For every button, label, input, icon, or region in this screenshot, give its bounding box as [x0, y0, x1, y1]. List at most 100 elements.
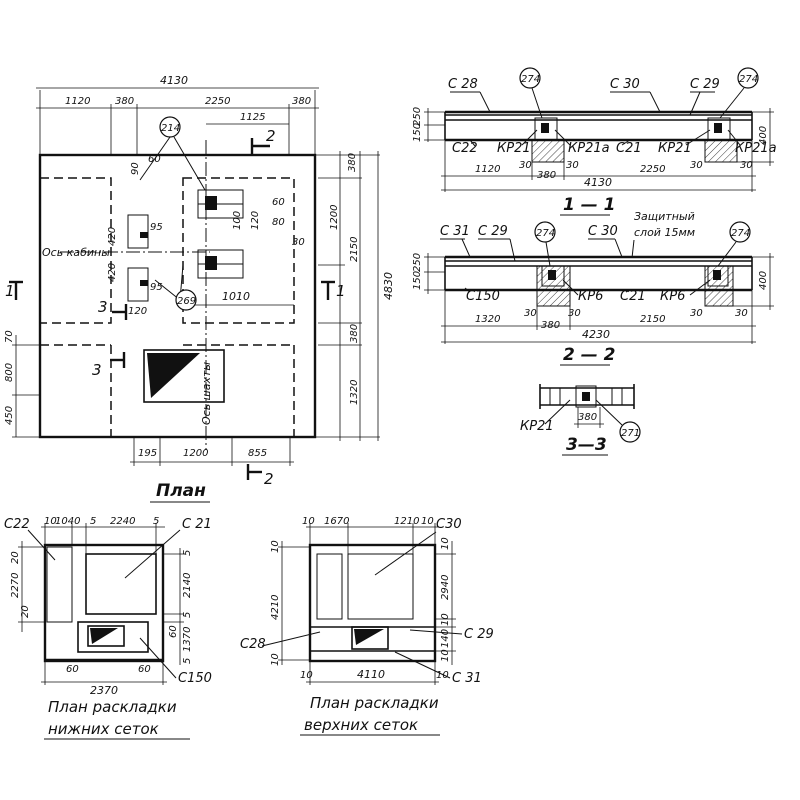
svg-text:4210: 4210: [270, 595, 281, 620]
cabin-axis-label: Ось кабины: [42, 246, 110, 259]
svg-text:30: 30: [690, 308, 703, 319]
svg-text:60: 60: [138, 664, 151, 675]
svg-text:60: 60: [168, 625, 179, 638]
svg-text:195: 195: [138, 448, 157, 459]
svg-text:20: 20: [10, 551, 21, 564]
lower-mesh-title-1: План раскладки: [48, 698, 177, 716]
svg-text:С28: С28: [240, 637, 266, 652]
svg-text:120: 120: [250, 211, 261, 230]
svg-text:10: 10: [270, 540, 281, 553]
svg-text:95: 95: [150, 282, 163, 293]
svg-text:274: 274: [521, 74, 540, 85]
svg-text:КР21: КР21: [658, 141, 692, 156]
svg-text:1670: 1670: [324, 516, 349, 527]
svg-text:С22: С22: [4, 517, 30, 532]
svg-text:КР21: КР21: [497, 141, 531, 156]
section2-bubble-274-a: [534, 221, 556, 243]
svg-text:10: 10: [440, 649, 451, 662]
plan-view: Ось кабины Ось шахты 100 120 60 80 30 90…: [4, 74, 395, 503]
svg-text:274: 274: [731, 228, 750, 239]
svg-text:С 30: С 30: [610, 77, 640, 92]
svg-text:380: 380: [541, 320, 560, 331]
svg-text:400: 400: [758, 126, 769, 145]
svg-text:3: 3: [92, 361, 102, 379]
section-2-2: 274 274 С 31 С 29 С 30 Защитный слой 15м…: [412, 210, 774, 366]
svg-text:30: 30: [519, 160, 532, 171]
svg-text:С 29: С 29: [478, 224, 508, 239]
plan-dim-overall-right: 4830: [382, 272, 395, 300]
svg-text:1200: 1200: [329, 205, 340, 230]
svg-text:1: 1: [5, 282, 15, 300]
svg-text:КР6: КР6: [578, 289, 603, 304]
svg-text:КР21а: КР21а: [568, 141, 610, 156]
svg-text:150: 150: [412, 123, 423, 142]
svg-text:2370: 2370: [90, 684, 118, 697]
plan-title: План: [156, 481, 206, 501]
svg-text:2150: 2150: [640, 314, 665, 325]
svg-text:2240: 2240: [110, 516, 135, 527]
svg-text:3: 3: [98, 298, 108, 316]
svg-text:380: 380: [537, 170, 556, 181]
plan-dim-overall-top: 4130: [160, 74, 188, 87]
svg-text:5: 5: [182, 658, 193, 664]
svg-text:380: 380: [115, 96, 134, 107]
svg-text:95: 95: [150, 222, 163, 233]
upper-mesh-layout: С30 С28 С 29 С 31 10 1670 1210 10 10 421…: [240, 516, 494, 736]
section-1-1: 274 274 С 28 С 30 С 29 С22 КР21 КР21а С2…: [412, 67, 777, 216]
svg-text:60: 60: [66, 664, 79, 675]
svg-text:140: 140: [440, 629, 451, 648]
section2-bubble-274-b: [729, 221, 751, 243]
plan-shaft-opening: [143, 349, 225, 403]
svg-text:90: 90: [130, 162, 141, 175]
svg-text:1120: 1120: [475, 164, 500, 175]
svg-text:30: 30: [292, 237, 305, 248]
plan-rebar-frames: [127, 189, 244, 302]
svg-text:10: 10: [302, 516, 315, 527]
svg-text:5: 5: [90, 516, 96, 527]
svg-text:30: 30: [735, 308, 748, 319]
svg-text:2: 2: [264, 470, 274, 488]
svg-text:2250: 2250: [640, 164, 665, 175]
callout-bubble-269: [175, 289, 197, 311]
svg-text:5: 5: [153, 516, 159, 527]
svg-text:20: 20: [20, 605, 31, 618]
svg-text:С 31: С 31: [452, 671, 482, 686]
lower-mesh-layout: С22 С 21 С150 10 1040 5 2240 5 20 2270 2…: [4, 516, 212, 740]
svg-text:420: 420: [107, 263, 118, 282]
shaft-axis-label: Ось шахты: [200, 362, 213, 425]
svg-text:10: 10: [436, 670, 449, 681]
svg-text:5: 5: [182, 550, 193, 556]
svg-text:4230: 4230: [582, 328, 610, 341]
svg-text:1370: 1370: [182, 627, 193, 652]
svg-text:5: 5: [182, 612, 193, 618]
svg-text:269: 269: [177, 296, 196, 307]
svg-text:30: 30: [690, 160, 703, 171]
svg-text:слой 15мм: слой 15мм: [634, 226, 695, 239]
svg-text:800: 800: [4, 363, 15, 382]
svg-text:380: 380: [349, 324, 360, 343]
svg-text:1320: 1320: [475, 314, 500, 325]
svg-text:С 21: С 21: [182, 517, 212, 532]
svg-text:10: 10: [44, 516, 57, 527]
svg-text:С21: С21: [620, 289, 646, 304]
svg-text:1125: 1125: [240, 112, 265, 123]
svg-text:10: 10: [421, 516, 434, 527]
svg-text:2940: 2940: [440, 575, 451, 600]
svg-text:274: 274: [536, 228, 555, 239]
svg-text:60: 60: [272, 197, 285, 208]
svg-text:30: 30: [740, 160, 753, 171]
svg-text:274: 274: [739, 74, 758, 85]
svg-text:10: 10: [300, 670, 313, 681]
section-1-1-title: 1 — 1: [563, 195, 616, 215]
svg-text:С150: С150: [466, 289, 500, 304]
svg-text:4110: 4110: [357, 668, 385, 681]
svg-text:120: 120: [128, 306, 147, 317]
svg-text:70: 70: [4, 330, 15, 343]
svg-text:С 30: С 30: [588, 224, 618, 239]
svg-text:С 29: С 29: [690, 77, 720, 92]
svg-text:1320: 1320: [349, 380, 360, 405]
svg-text:1: 1: [336, 282, 346, 300]
svg-text:2: 2: [266, 127, 276, 145]
svg-text:380: 380: [292, 96, 311, 107]
